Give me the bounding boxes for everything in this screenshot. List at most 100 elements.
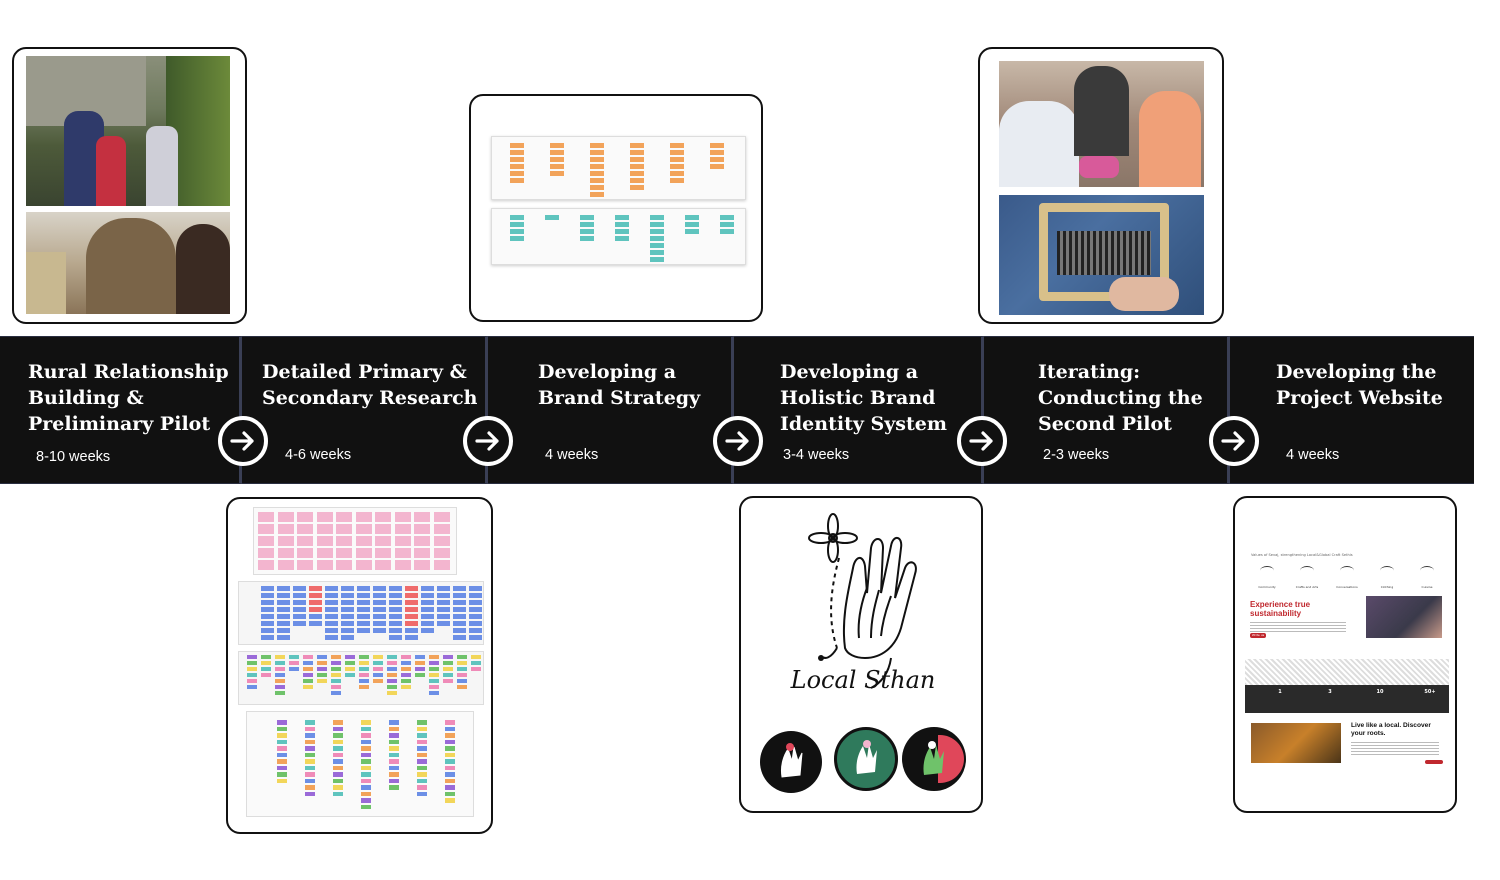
stage-2-title: Detailed Primary & Secondary Research bbox=[262, 361, 478, 409]
website-nav-item[interactable]: Conversations bbox=[1329, 564, 1365, 590]
sticky-note bbox=[305, 778, 315, 783]
sticky-note bbox=[305, 791, 315, 796]
sticky-note bbox=[359, 679, 369, 683]
sticky-note bbox=[277, 772, 287, 777]
sticky-note bbox=[405, 593, 418, 598]
sticky-note bbox=[275, 679, 285, 683]
sticky-note bbox=[361, 759, 371, 764]
sticky-note bbox=[289, 661, 299, 665]
sticky-note bbox=[317, 667, 327, 671]
sticky-note bbox=[405, 600, 418, 605]
sticky-note bbox=[375, 512, 391, 522]
sticky-note bbox=[401, 673, 411, 677]
sticky-note bbox=[421, 586, 434, 591]
sticky-note bbox=[333, 772, 343, 777]
sticky-note bbox=[361, 746, 371, 751]
sticky-note bbox=[389, 614, 402, 619]
sticky-note bbox=[580, 236, 594, 241]
sticky-note bbox=[401, 661, 411, 665]
sticky-note bbox=[303, 673, 313, 677]
sticky-note bbox=[445, 772, 455, 777]
sticky-note bbox=[457, 679, 467, 683]
sticky-note bbox=[437, 614, 450, 619]
sticky-note bbox=[421, 600, 434, 605]
project-website-card: Values of Sevaj, strengthening Local&Glo… bbox=[1233, 496, 1457, 813]
bird-icon bbox=[1300, 566, 1314, 575]
stage-1-duration: 8-10 weeks bbox=[36, 449, 111, 465]
sticky-note bbox=[414, 524, 430, 534]
website-nav-item[interactable]: Cuisine bbox=[1409, 564, 1445, 590]
sticky-note bbox=[590, 185, 604, 190]
sticky-note bbox=[293, 593, 306, 598]
sticky-note bbox=[421, 607, 434, 612]
website-nav-item[interactable]: Crafts and Arts bbox=[1289, 564, 1325, 590]
sticky-note bbox=[453, 607, 466, 612]
sticky-note bbox=[389, 635, 402, 640]
sticky-note bbox=[429, 691, 439, 695]
sticky-note bbox=[445, 798, 455, 803]
bird-icon bbox=[1260, 566, 1274, 575]
sticky-note bbox=[720, 215, 734, 220]
sticky-note bbox=[277, 733, 287, 738]
sticky-note bbox=[510, 236, 524, 241]
sticky-note bbox=[317, 661, 327, 665]
sticky-note bbox=[670, 150, 684, 155]
bird-icon bbox=[1340, 566, 1354, 575]
sticky-note bbox=[297, 536, 313, 546]
website-write-button[interactable]: Write us bbox=[1250, 633, 1266, 638]
sticky-note bbox=[389, 733, 399, 738]
sticky-note bbox=[417, 726, 427, 731]
sticky-note bbox=[394, 548, 411, 558]
stage-3-title: Developing a Brand Strategy bbox=[538, 361, 701, 409]
sticky-note bbox=[720, 229, 734, 234]
sticky-note bbox=[650, 215, 664, 220]
sticky-note bbox=[685, 215, 699, 220]
sticky-note bbox=[261, 655, 271, 659]
sticky-note bbox=[443, 679, 453, 683]
sticky-note bbox=[387, 673, 397, 677]
stage-6-duration: 4 weeks bbox=[1286, 447, 1340, 463]
sticky-note bbox=[277, 621, 290, 626]
sticky-note bbox=[345, 667, 355, 671]
sticky-note bbox=[277, 593, 290, 598]
website-tagline: Values of Sevaj, strengthening Local&Glo… bbox=[1251, 553, 1353, 557]
sticky-note bbox=[670, 171, 684, 176]
stage-2-duration: 4-6 weeks bbox=[285, 447, 352, 463]
sticky-note bbox=[394, 524, 411, 534]
sticky-note bbox=[453, 600, 466, 605]
sticky-note bbox=[550, 171, 564, 176]
village-walk-photo bbox=[26, 56, 230, 206]
website-nav-item[interactable]: Clothing bbox=[1369, 564, 1405, 590]
sticky-note bbox=[471, 655, 481, 659]
sticky-note bbox=[590, 171, 604, 176]
website-nav-label: Conversations bbox=[1336, 585, 1358, 589]
sticky-note bbox=[630, 164, 644, 169]
sticky-note bbox=[277, 586, 290, 591]
sticky-note bbox=[325, 586, 338, 591]
sticky-note bbox=[445, 778, 455, 783]
stage-4-title: Developing a Holistic Brand Identity Sys… bbox=[780, 361, 947, 435]
bird-icon bbox=[1380, 566, 1394, 575]
website-section-photo bbox=[1251, 723, 1341, 763]
website-nav-item[interactable]: Community bbox=[1249, 564, 1285, 590]
sticky-note bbox=[325, 607, 338, 612]
sticky-note bbox=[457, 667, 467, 671]
sticky-note bbox=[333, 778, 343, 783]
sticky-note bbox=[389, 586, 402, 591]
sticky-note bbox=[510, 150, 524, 155]
sticky-note bbox=[275, 673, 285, 677]
sticky-note bbox=[316, 524, 333, 534]
sticky-note bbox=[341, 621, 354, 626]
sticky-note bbox=[359, 673, 369, 677]
sticky-note bbox=[510, 222, 524, 227]
sticky-note bbox=[289, 667, 299, 671]
website-stat: 3 bbox=[1328, 689, 1332, 695]
sticky-note bbox=[275, 661, 285, 665]
sticky-note bbox=[401, 679, 411, 683]
stage-3-duration: 4 weeks bbox=[545, 447, 599, 463]
sticky-note bbox=[258, 560, 274, 570]
sticky-note bbox=[341, 614, 354, 619]
sticky-note bbox=[389, 785, 399, 790]
sticky-note bbox=[345, 655, 355, 659]
